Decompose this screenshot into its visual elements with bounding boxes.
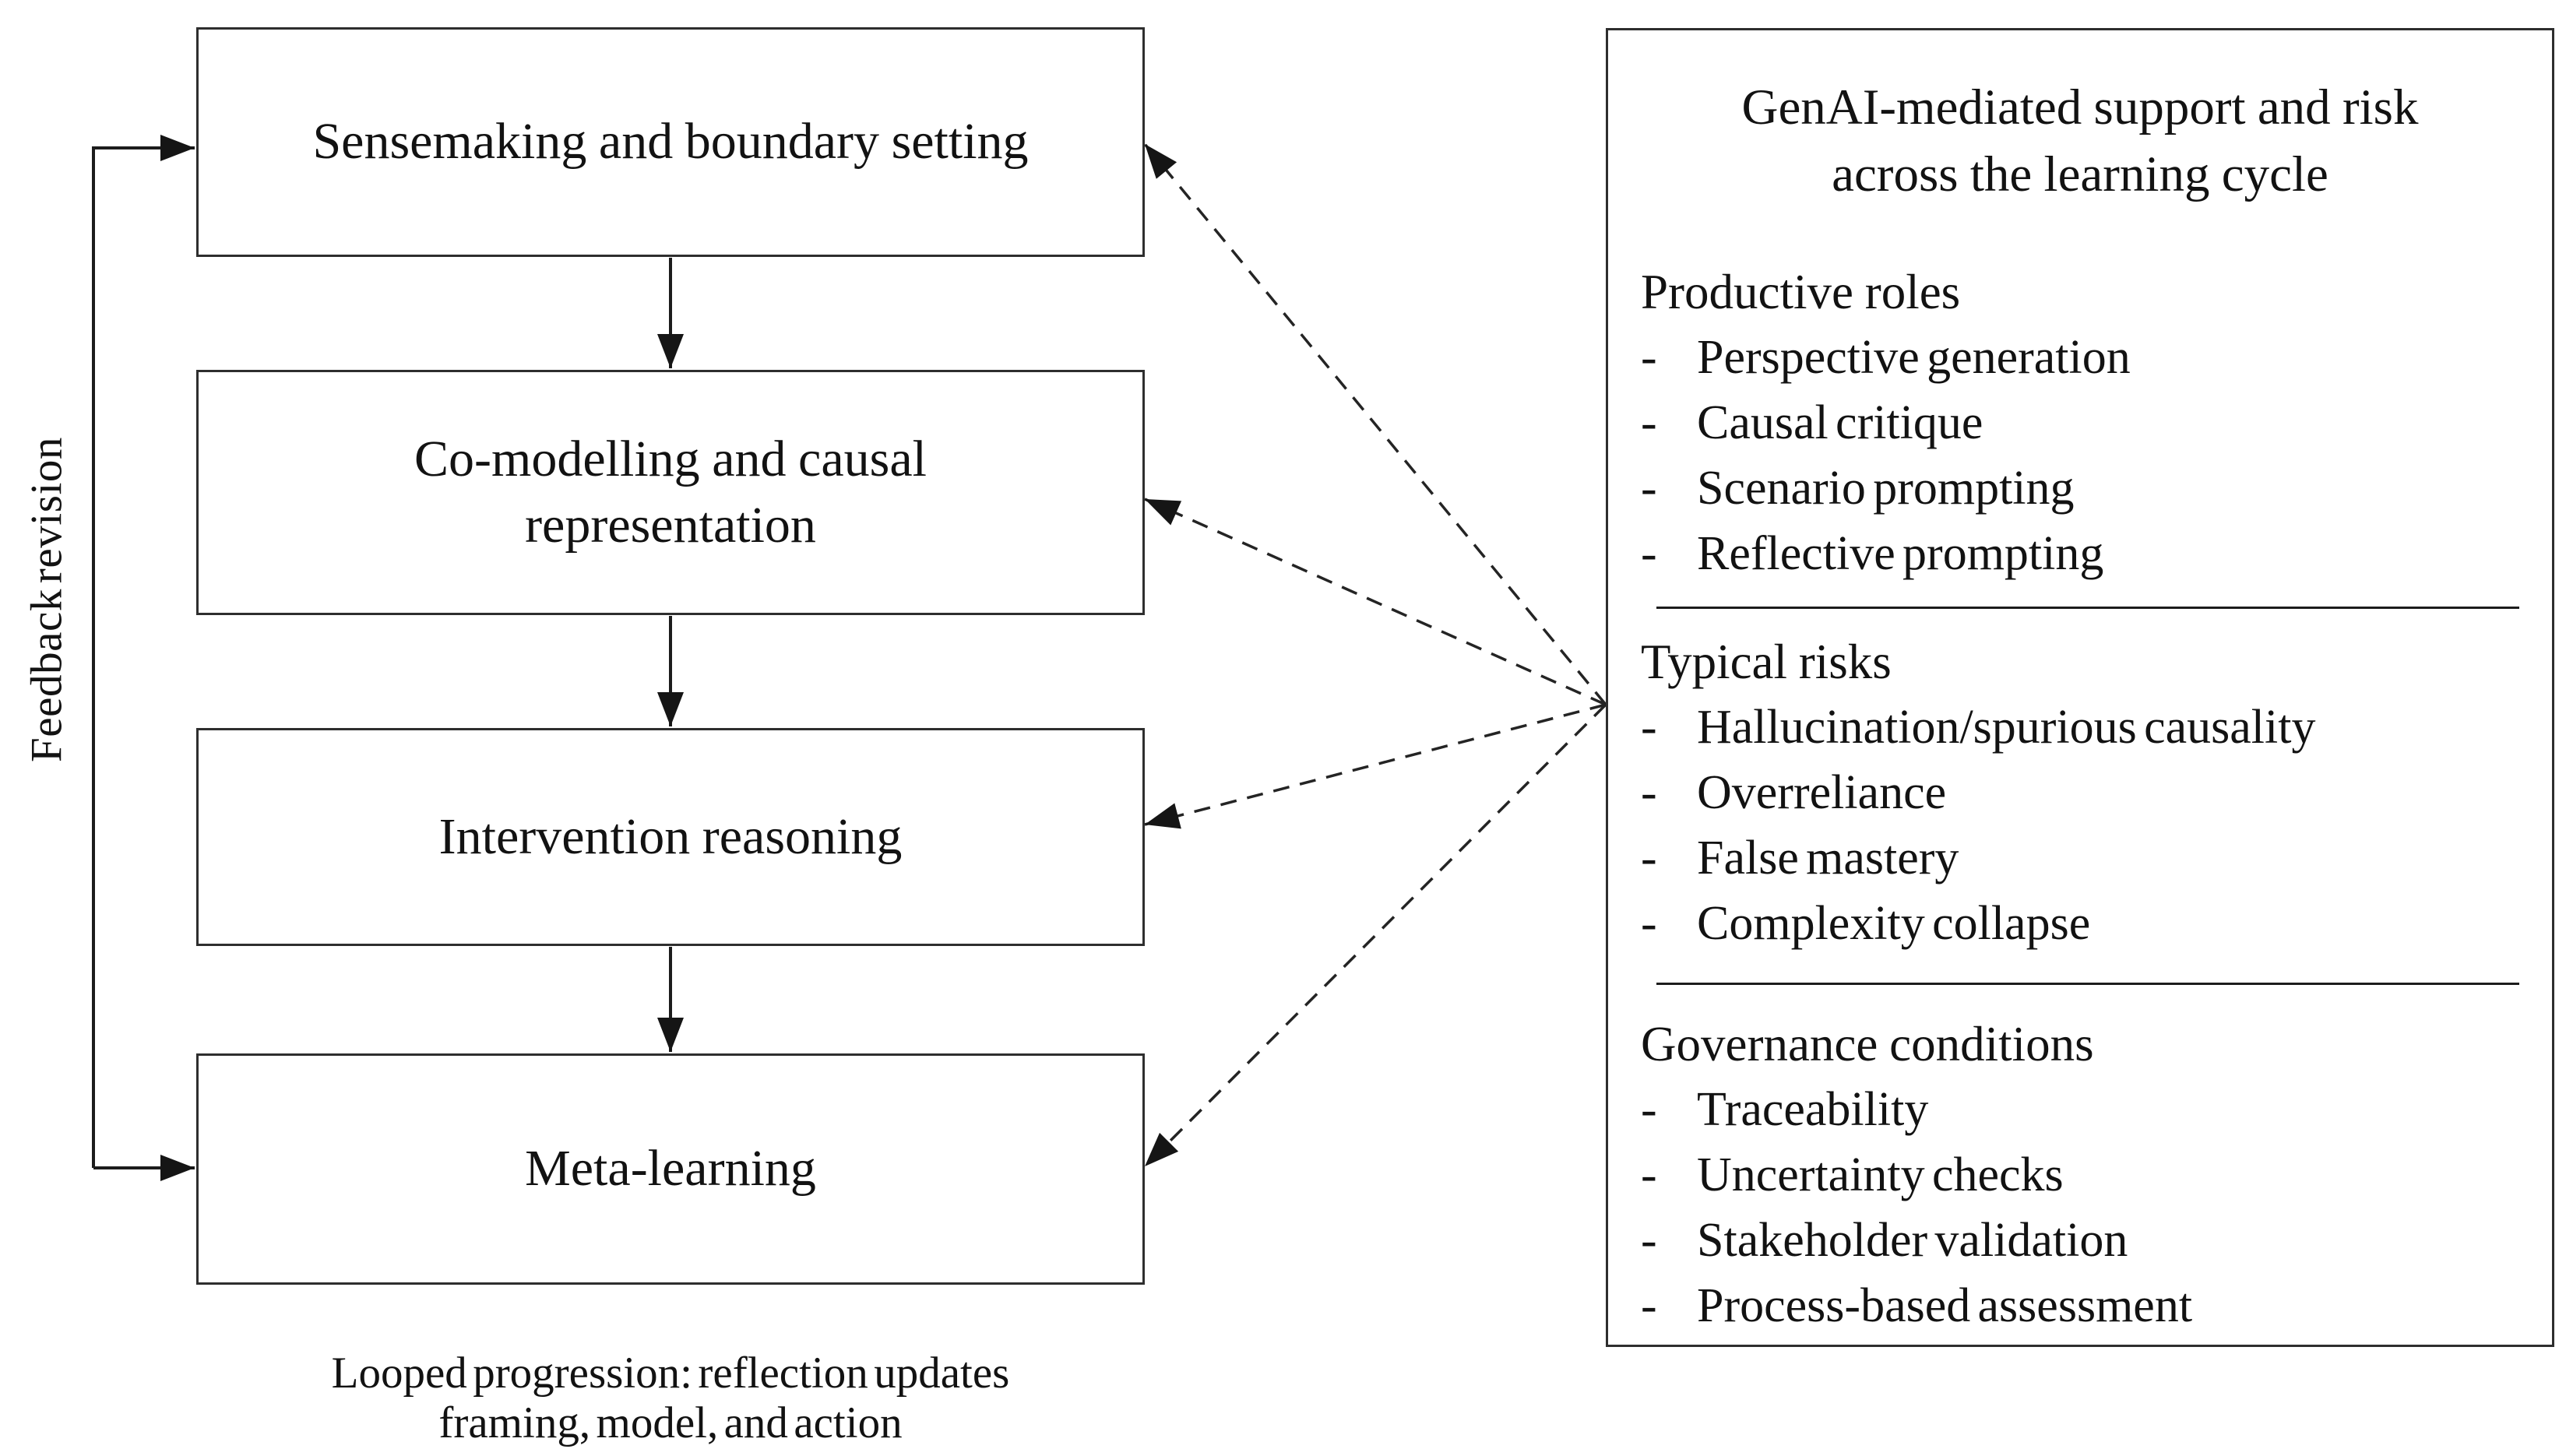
bullet-dash: -: [1641, 1083, 1657, 1136]
genai-panel-title-line2: across the learning cycle: [1832, 146, 2328, 202]
bullet-dash: -: [1641, 1148, 1657, 1201]
list-item: - Overreliance: [1641, 760, 2521, 825]
item-label: False mastery: [1697, 832, 1959, 885]
item-label: Process-based assessment: [1697, 1279, 2193, 1332]
list-item: - Perspective generation: [1641, 325, 2521, 390]
item-label: Stakeholder validation: [1697, 1214, 2128, 1267]
section-divider: [1656, 983, 2519, 985]
flow-caption: Looped progression: reflection updates f…: [196, 1349, 1145, 1448]
genai-link-to-metalearning: [1143, 703, 1607, 1168]
section-divider: [1656, 607, 2519, 609]
flow-box-intervention-label: Intervention reasoning: [438, 807, 903, 865]
flow-caption-line1: Looped progression: reflection updates: [331, 1349, 1010, 1398]
feedback-loop-to-sensemaking-arrow: [92, 135, 195, 1168]
list-item: - Complexity collapse: [1641, 891, 2521, 956]
section-typical-risks-heading: Typical risks: [1641, 635, 1892, 689]
list-item: - Causal critique: [1641, 390, 2521, 455]
genai-link-to-sensemaking: [1143, 142, 1607, 706]
section-governance-conditions: Governance conditions - Traceability - U…: [1641, 1011, 2521, 1338]
feedback-revision-label: Feedback revision: [22, 437, 72, 762]
genai-panel-title: GenAI-mediated support and risk across t…: [1608, 74, 2552, 208]
item-label: Perspective generation: [1697, 331, 2131, 384]
flow-caption-line2: framing, model, and action: [438, 1398, 903, 1447]
section-productive-roles: Productive roles - Perspective generatio…: [1641, 259, 2521, 586]
item-label: Overreliance: [1697, 766, 1947, 819]
bullet-dash: -: [1641, 396, 1657, 449]
genai-panel-body: Productive roles - Perspective generatio…: [1608, 259, 2552, 1338]
list-item: - Stakeholder validation: [1641, 1208, 2521, 1273]
list-item: - Scenario prompting: [1641, 455, 2521, 521]
genai-link-to-intervention: [1144, 703, 1607, 829]
item-label: Traceability: [1697, 1083, 1929, 1136]
item-label: Scenario prompting: [1697, 462, 2075, 515]
bullet-dash: -: [1641, 832, 1657, 885]
genai-panel-title-line1: GenAI-mediated support and risk: [1741, 79, 2419, 135]
flow-box-sensemaking: Sensemaking and boundary setting: [196, 27, 1145, 257]
section-typical-risks: Typical risks - Hallucination/spurious c…: [1641, 629, 2521, 956]
bullet-dash: -: [1641, 331, 1657, 384]
flow-box-metalearning-label: Meta-learning: [525, 1140, 816, 1198]
flow-box-metalearning: Meta-learning: [196, 1053, 1145, 1285]
flow-box-comodelling-label: Co-modelling and causal representation: [414, 431, 927, 554]
list-item: - Hallucination/spurious causality: [1641, 695, 2521, 760]
bullet-dash: -: [1641, 462, 1657, 515]
section-productive-roles-heading: Productive roles: [1641, 265, 1961, 319]
genai-link-to-comodelling: [1144, 498, 1607, 706]
list-item: - Process-based assessment: [1641, 1273, 2521, 1338]
item-label: Causal critique: [1697, 396, 1983, 449]
item-label: Uncertainty checks: [1697, 1148, 2064, 1201]
flow-box-intervention: Intervention reasoning: [196, 728, 1145, 946]
section-governance-conditions-heading: Governance conditions: [1641, 1017, 2094, 1071]
item-label: Reflective prompting: [1697, 527, 2104, 580]
bullet-dash: -: [1641, 1279, 1657, 1332]
item-label: Hallucination/spurious causality: [1697, 701, 2316, 754]
list-item: - Uncertainty checks: [1641, 1142, 2521, 1208]
bullet-dash: -: [1641, 701, 1657, 754]
bullet-dash: -: [1641, 1214, 1657, 1267]
genai-panel: GenAI-mediated support and risk across t…: [1606, 28, 2554, 1347]
bullet-dash: -: [1641, 527, 1657, 580]
flow-box-sensemaking-label: Sensemaking and boundary setting: [312, 113, 1029, 171]
bullet-dash: -: [1641, 897, 1657, 950]
list-item: - Reflective prompting: [1641, 521, 2521, 586]
flow-box-comodelling: Co-modelling and causal representation: [196, 370, 1145, 615]
list-item: - Traceability: [1641, 1077, 2521, 1142]
bullet-dash: -: [1641, 766, 1657, 819]
list-item: - False mastery: [1641, 825, 2521, 891]
item-label: Complexity collapse: [1697, 897, 2091, 950]
